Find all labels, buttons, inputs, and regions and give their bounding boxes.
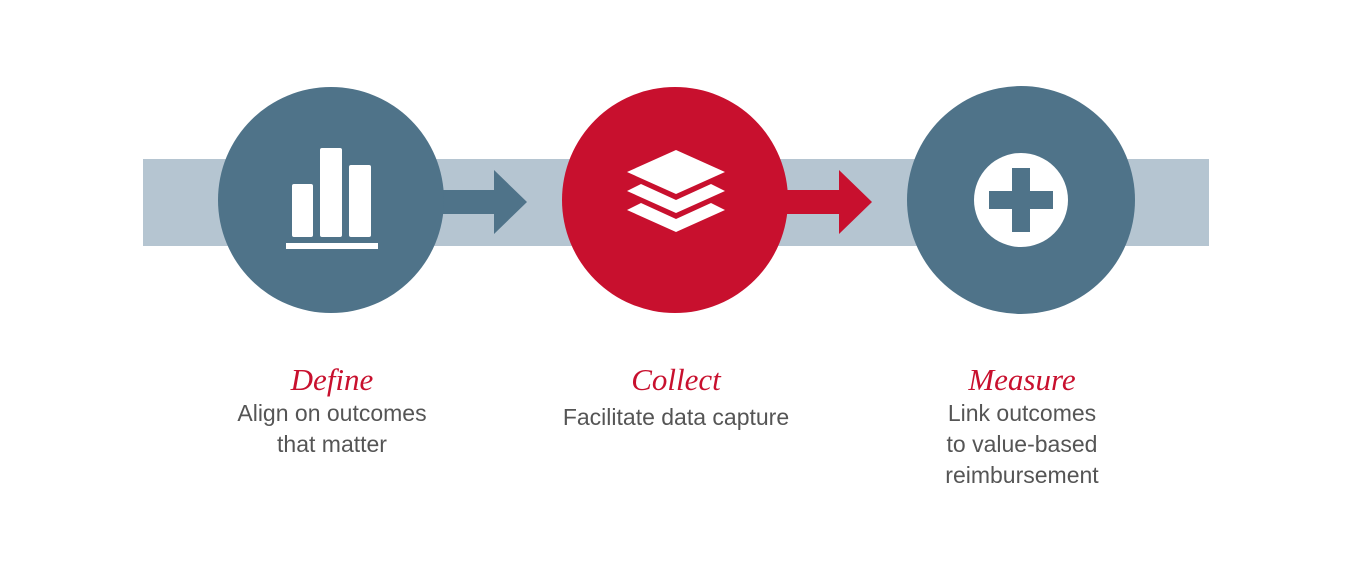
- arrow-define-to-collect: [440, 170, 527, 234]
- step-collect-label-group: Collect Facilitate data capture: [526, 362, 826, 433]
- step-define-description-line: that matter: [277, 431, 387, 457]
- step-collect-node: [562, 87, 788, 313]
- step-measure-description-line: Link outcomes: [947, 400, 1097, 426]
- step-measure-label-group: Measure Link outcomes to value-based rei…: [872, 362, 1172, 491]
- step-define-description-line: Align on outcomes: [237, 400, 427, 426]
- step-measure-description-line: reimbursement: [945, 462, 1099, 488]
- step-collect-description-line: Facilitate data capture: [562, 404, 790, 430]
- plus-cross-icon: [974, 153, 1068, 247]
- bar-chart-icon: [286, 148, 378, 249]
- step-collect-description: Facilitate data capture: [526, 402, 826, 433]
- step-define-title: Define: [290, 362, 374, 397]
- step-measure-description-line: to value-based: [946, 431, 1098, 457]
- step-measure-title: Measure: [968, 362, 1076, 397]
- layers-icon: [627, 150, 725, 232]
- step-define-label-group: Define Align on outcomes that matter: [182, 362, 482, 460]
- step-collect-title: Collect: [631, 362, 721, 397]
- step-measure-description: Link outcomes to value-based reimburseme…: [872, 398, 1172, 491]
- step-define-node: [218, 87, 444, 313]
- arrow-collect-to-measure: [785, 170, 872, 234]
- step-define-description: Align on outcomes that matter: [182, 398, 482, 460]
- step-measure-node: [907, 86, 1135, 314]
